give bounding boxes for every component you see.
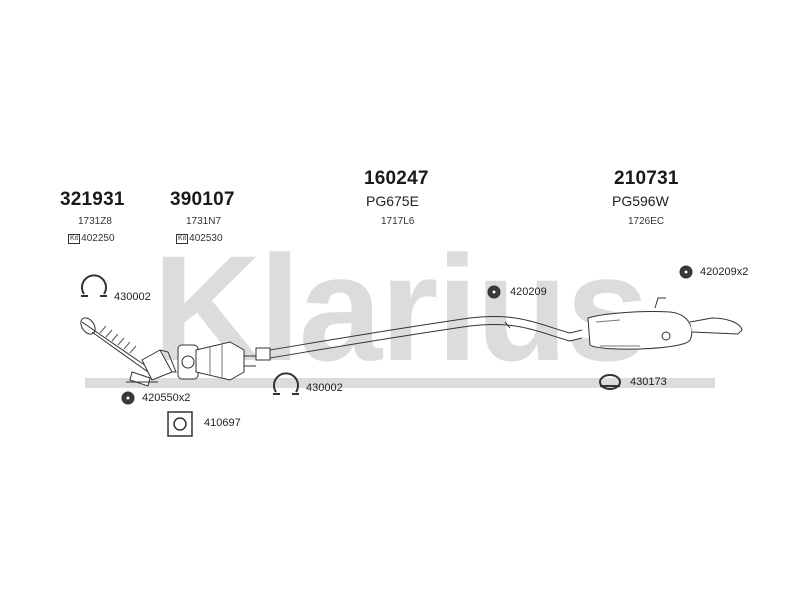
part-number-210731[interactable]: 210731 xyxy=(614,168,679,189)
intermediate-pipe-160247[interactable] xyxy=(255,315,583,361)
fitting-label-430002-a: 430002 xyxy=(114,291,151,303)
fitting-label-430002-b: 430002 xyxy=(306,382,343,394)
sub-code-1731z8: 1731Z8 xyxy=(78,216,112,227)
rear-silencer-210731[interactable] xyxy=(587,297,743,350)
fitting-label-420209: 420209 xyxy=(510,286,547,298)
part-number-321931[interactable]: 321931 xyxy=(60,189,125,210)
gasket-icon-410697[interactable] xyxy=(167,411,193,437)
kit-number: 402530 xyxy=(189,233,223,244)
clamp-icon-430002-b[interactable] xyxy=(273,372,299,395)
watermark-underline xyxy=(85,378,715,388)
ref-code-pg675e: PG675E xyxy=(366,193,419,209)
sub-code-1731n7: 1731N7 xyxy=(186,216,222,227)
kit-number: 402250 xyxy=(81,233,115,244)
flange-390107[interactable] xyxy=(177,344,199,380)
clamp-icon-430173[interactable] xyxy=(599,374,621,390)
catalyst-cone[interactable] xyxy=(141,349,177,381)
sub-code-1717l6: 1717L6 xyxy=(381,216,415,227)
clamp-icon-430002-a[interactable] xyxy=(81,274,107,297)
front-pipe-321931[interactable] xyxy=(78,315,158,387)
sub-code-1726ec: 1726EC xyxy=(628,216,665,227)
part-number-160247[interactable]: 160247 xyxy=(364,168,429,189)
fitting-label-420209x2: 420209x2 xyxy=(700,266,749,278)
kit-code-402250: Kit 402250 xyxy=(68,233,115,244)
kit-icon: Kit xyxy=(176,233,189,244)
rubber-mount-icon-420209[interactable] xyxy=(487,285,501,299)
rubber-mount-icon-420209x2[interactable] xyxy=(679,265,693,279)
kit-icon: Kit xyxy=(68,233,81,244)
part-number-390107[interactable]: 390107 xyxy=(170,189,235,210)
kit-code-402530: Kit 402530 xyxy=(176,233,223,244)
fitting-label-420550x2: 420550x2 xyxy=(142,392,191,404)
ref-code-pg596w: PG596W xyxy=(612,193,669,209)
catalyst-390107[interactable] xyxy=(195,341,256,381)
fitting-label-410697: 410697 xyxy=(204,417,241,429)
nut-icon-420550x2[interactable] xyxy=(121,391,135,405)
fitting-label-430173: 430173 xyxy=(630,376,667,388)
